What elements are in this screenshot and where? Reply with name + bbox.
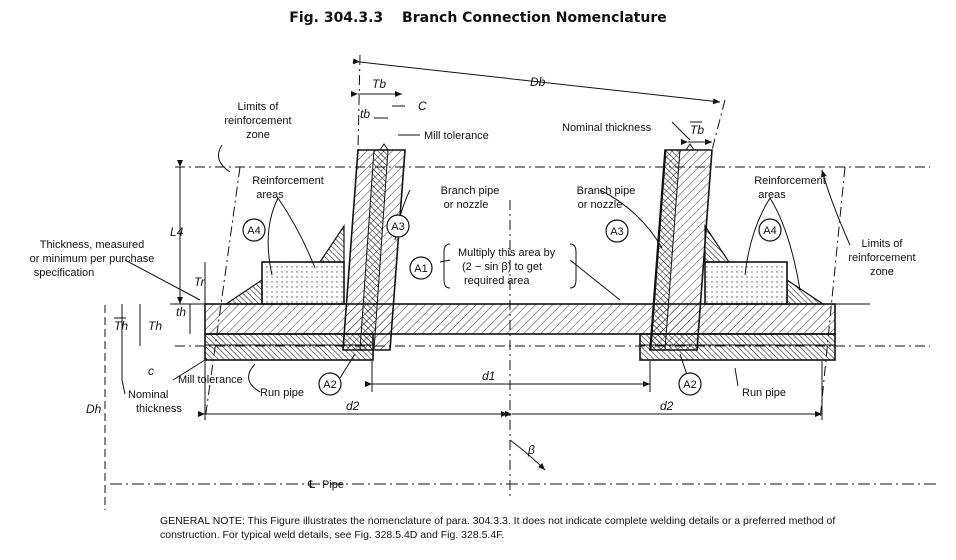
svg-text:Thickness, measured: Thickness, measured [40, 239, 145, 251]
symbol-dh: Dh [86, 402, 102, 416]
svg-text:℄: ℄ [307, 479, 315, 491]
symbol-th-upper: Th [148, 319, 162, 333]
label-multiply: Multiply this area by (2 − sin β) to get… [458, 247, 556, 287]
svg-text:zone: zone [246, 129, 270, 141]
label-reinforcement-left: Reinforcement areas [252, 175, 324, 201]
area-a4-right: A4 [758, 218, 782, 242]
figure-number: Fig. 304.3.3 [289, 10, 384, 26]
svg-text:Branch pipe: Branch pipe [441, 185, 500, 197]
svg-text:Multiply this area by: Multiply this area by [458, 247, 556, 259]
label-thickness: Thickness, measured or minimum per purch… [30, 239, 155, 279]
symbol-th: th [176, 305, 186, 319]
leader-lines [121, 121, 851, 395]
run-pipe-wall [170, 303, 870, 361]
reinforcement-zone-limits [175, 54, 930, 500]
area-a1: A1 [409, 256, 433, 280]
symbol-d1: d1 [482, 369, 495, 383]
svg-text:Limits of: Limits of [862, 238, 904, 250]
symbol-d2-left: d2 [346, 399, 360, 413]
symbol-l4: L4 [170, 225, 184, 239]
svg-text:Nominal: Nominal [128, 389, 168, 401]
svg-text:thickness: thickness [136, 403, 182, 415]
svg-text:Reinforcement: Reinforcement [754, 175, 826, 187]
symbol-small-tb: tb [360, 107, 370, 121]
symbol-tr: Tr [194, 275, 205, 289]
symbol-tb-bar: Tb [690, 123, 704, 137]
label-reinforcement-right: Reinforcement areas [754, 175, 826, 201]
dimension-lines [121, 58, 823, 471]
label-run-pipe-right: Run pipe [742, 387, 786, 399]
svg-text:A4: A4 [247, 225, 260, 237]
svg-text:Branch pipe: Branch pipe [577, 185, 636, 197]
svg-text:areas: areas [256, 189, 284, 201]
branch-wall-left [342, 143, 406, 351]
svg-text:A3: A3 [391, 221, 404, 233]
symbol-tb: Tb [372, 77, 386, 91]
svg-text:or nozzle: or nozzle [578, 199, 623, 211]
label-mill-tolerance-bottom: Mill tolerance [178, 374, 243, 386]
reinforcement-left [224, 224, 345, 305]
label-run-pipe-left: Run pipe [260, 387, 304, 399]
label-nominal-thickness-bottom: Nominal thickness [128, 389, 182, 415]
label-branch-right: Branch pipe or nozzle [577, 185, 636, 211]
area-a3-left: A3 [386, 214, 410, 238]
area-a2-left: A2 [318, 372, 342, 396]
symbol-db: Db [530, 75, 546, 89]
svg-text:A2: A2 [683, 379, 696, 391]
label-limits-right: Limits of reinforcement zone [848, 238, 915, 278]
symbol-c: C [418, 99, 427, 113]
svg-text:A3: A3 [610, 226, 623, 238]
svg-text:A1: A1 [414, 263, 427, 275]
area-a2-right: A2 [678, 372, 702, 396]
label-branch-left: Branch pipe or nozzle [441, 185, 500, 211]
symbol-d2-right: d2 [660, 399, 674, 413]
svg-text:A4: A4 [763, 225, 776, 237]
symbol-th-bar: Th [114, 319, 128, 333]
svg-text:or minimum per purchase: or minimum per purchase [30, 253, 155, 265]
svg-text:reinforcement: reinforcement [224, 115, 291, 127]
svg-text:specification: specification [34, 267, 95, 279]
branch-connection-diagram: A4 A3 A1 A2 A3 A4 A2 Limits of reinforce… [30, 54, 940, 510]
area-a3-right: A3 [605, 219, 629, 243]
svg-text:A2: A2 [323, 379, 336, 391]
svg-text:(2 − sin β) to get: (2 − sin β) to get [462, 261, 542, 273]
svg-text:Pipe: Pipe [322, 479, 344, 491]
svg-text:areas: areas [758, 189, 786, 201]
label-limits-left: Limits of reinforcement zone [224, 101, 291, 141]
label-mill-tolerance-top: Mill tolerance [424, 130, 489, 142]
symbol-beta: β [527, 443, 535, 457]
symbol-c-small: c [148, 364, 154, 378]
svg-text:Limits of: Limits of [238, 101, 280, 113]
area-a4-left: A4 [242, 218, 266, 242]
general-note: GENERAL NOTE: This Figure illustrates th… [160, 515, 836, 541]
svg-text:zone: zone [870, 266, 894, 278]
svg-text:or nozzle: or nozzle [444, 199, 489, 211]
label-pipe-centerline: ℄ Pipe [307, 479, 344, 491]
branch-wall-right [649, 143, 713, 351]
figure-title: Fig. 304.3.3 Branch Connection Nomenclat… [0, 10, 956, 26]
figure-caption: Branch Connection Nomenclature [402, 10, 667, 26]
label-nominal-thickness-top: Nominal thickness [562, 122, 652, 134]
svg-text:required area: required area [464, 275, 530, 287]
multiply-bracket [443, 243, 451, 289]
svg-text:Reinforcement: Reinforcement [252, 175, 324, 187]
svg-text:reinforcement: reinforcement [848, 252, 915, 264]
